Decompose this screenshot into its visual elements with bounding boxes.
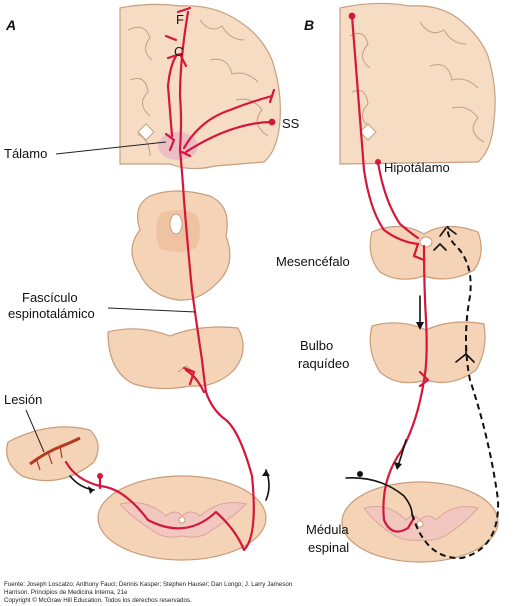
label-ss: SS [282, 116, 300, 131]
credit-line-2: Harrison. Principios de Medicina Interna… [4, 589, 128, 596]
label-f: F [176, 12, 184, 27]
autonomic-pathway-b [345, 225, 500, 560]
skin-lesion [6, 426, 99, 482]
arrow-b2-head [394, 462, 402, 470]
hypothalamic-pathway-b [348, 12, 430, 533]
arrow-a2-head [262, 470, 270, 476]
leader-fasciculo [107, 307, 197, 313]
credit-line-1: Fuente: Joseph Loscalzo; Anthony Fauci; … [4, 581, 293, 588]
midbrain-section-a [131, 190, 231, 301]
arrow-b1-head [416, 322, 424, 330]
brain-section-b [339, 2, 496, 165]
panel-b-label: B [304, 17, 314, 33]
label-mesencefalo: Mesencéfalo [276, 254, 350, 269]
label-medula-2: espinal [308, 540, 349, 555]
source-credit: Fuente: Joseph Loscalzo; Anthony Fauci; … [4, 581, 293, 604]
label-bulbo-1: Bulbo [300, 338, 333, 353]
label-talamo: Tálamo [4, 146, 47, 161]
panel-a-label: A [5, 17, 16, 33]
label-medula-1: Médula [306, 522, 349, 537]
arrow-a1-head [88, 486, 94, 494]
label-fasciculo-2: espinotalámico [8, 306, 95, 321]
credit-line-3: Copyright © McGraw Hill Education. Todos… [4, 597, 192, 604]
leader-lesion [25, 409, 45, 453]
label-lesion: Lesión [4, 392, 42, 407]
label-fasciculo-1: Fascículo [22, 290, 78, 305]
medulla-section-a [107, 326, 244, 390]
midbrain-section-b [369, 225, 482, 280]
spinal-cord-section-a [97, 475, 267, 561]
spinal-cord-section-b [341, 481, 499, 563]
leader-talamo [55, 141, 167, 155]
label-c: C [174, 44, 183, 59]
label-bulbo-2: raquídeo [298, 356, 349, 371]
spinothalamic-pathway-a [64, 6, 276, 552]
label-hipotalamo: Hipotálamo [384, 160, 450, 175]
